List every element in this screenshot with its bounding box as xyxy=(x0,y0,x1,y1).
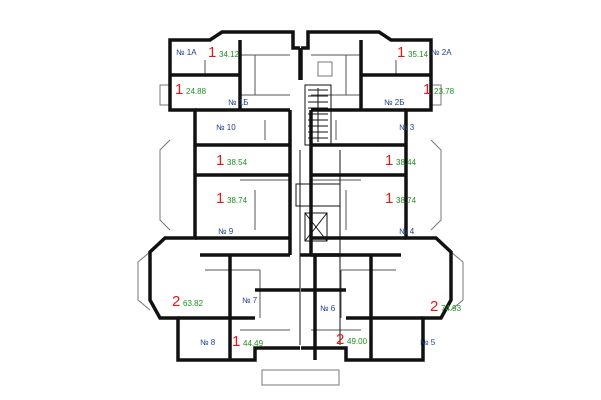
unit-label-10: 1 38.54 xyxy=(216,150,256,168)
balcony-top-left xyxy=(159,84,170,106)
elevator-shaft xyxy=(304,212,328,242)
room-count: 2 xyxy=(336,331,345,348)
bay-window-left xyxy=(137,251,151,311)
room-count: 1 xyxy=(175,81,184,98)
elevator-cross-b xyxy=(304,212,328,242)
unit-label-6: 2 49.00 xyxy=(336,329,376,347)
apartment-number-4: № 4 xyxy=(399,227,415,236)
room-count: 1 xyxy=(385,152,394,169)
interior-partitions xyxy=(204,54,397,331)
balcony-bottom xyxy=(261,369,340,386)
unit-label-1a: 1 34.12 xyxy=(208,42,248,60)
unit-label-9: 1 38.74 xyxy=(216,188,256,206)
bay-window-right xyxy=(450,251,464,311)
room-count: 1 xyxy=(397,44,406,61)
unit-label-2a: 1 35.14 xyxy=(397,42,437,60)
area-value: 63.82 xyxy=(183,299,204,308)
apartment-number-9: № 9 xyxy=(218,227,234,236)
area-value: 74.93 xyxy=(441,304,462,313)
unit-label-2b: 1 23.78 xyxy=(423,79,463,97)
area-value: 44.49 xyxy=(243,339,264,348)
room-count: 1 xyxy=(385,190,394,207)
apartment-number-2b: № 2Б xyxy=(384,98,405,107)
area-value: 34.12 xyxy=(219,50,240,59)
apartment-number-10: № 10 xyxy=(216,123,236,132)
area-value: 38.44 xyxy=(396,158,417,167)
balconies xyxy=(137,61,464,386)
stair-elevator-core xyxy=(295,84,341,345)
stairwell-box xyxy=(304,84,332,146)
room-count: 1 xyxy=(423,81,432,98)
wall-outline-left xyxy=(148,30,300,362)
apartment-number-8: № 8 xyxy=(200,338,216,347)
unit-label-5: 2 74.93 xyxy=(430,296,470,314)
area-value: 49.00 xyxy=(347,337,368,346)
elevator-lobby xyxy=(295,183,341,207)
unit-label-3: 1 38.44 xyxy=(385,150,425,168)
area-value: 23.78 xyxy=(434,87,455,96)
balcony-top-right xyxy=(431,84,442,106)
area-value: 38.74 xyxy=(227,196,248,205)
room-count: 1 xyxy=(216,190,225,207)
room-count: 1 xyxy=(208,44,217,61)
room-count: 1 xyxy=(232,333,241,350)
exterior-walls xyxy=(148,30,453,362)
unit-label-8: 2 63.82 xyxy=(172,291,212,309)
apartment-number-5: № 5 xyxy=(420,338,436,347)
unit-label-1b: 1 24.88 xyxy=(175,79,215,97)
area-value: 24.88 xyxy=(186,87,207,96)
room-count: 1 xyxy=(216,152,225,169)
room-count: 2 xyxy=(172,293,181,310)
apartment-number-3: № 3 xyxy=(399,123,415,132)
apartment-number-1b: № 1Б xyxy=(228,98,249,107)
loggia-right xyxy=(430,139,442,231)
apartment-number-6: № 6 xyxy=(320,304,336,313)
apartment-number-1a: № 1А xyxy=(176,48,197,57)
unit-label-7: 1 44.49 xyxy=(232,331,272,349)
room-count: 2 xyxy=(430,298,439,315)
area-value: 38.54 xyxy=(227,158,248,167)
roof-vent-top xyxy=(317,61,333,77)
apartment-number-7: № 7 xyxy=(242,296,258,305)
area-value: 35.14 xyxy=(408,50,429,59)
apartment-number-2a: № 2А xyxy=(431,48,452,57)
wall-outline-right xyxy=(301,30,453,362)
unit-label-4: 1 38.74 xyxy=(385,188,425,206)
area-value: 38.74 xyxy=(396,196,417,205)
loggia-left xyxy=(159,139,171,231)
